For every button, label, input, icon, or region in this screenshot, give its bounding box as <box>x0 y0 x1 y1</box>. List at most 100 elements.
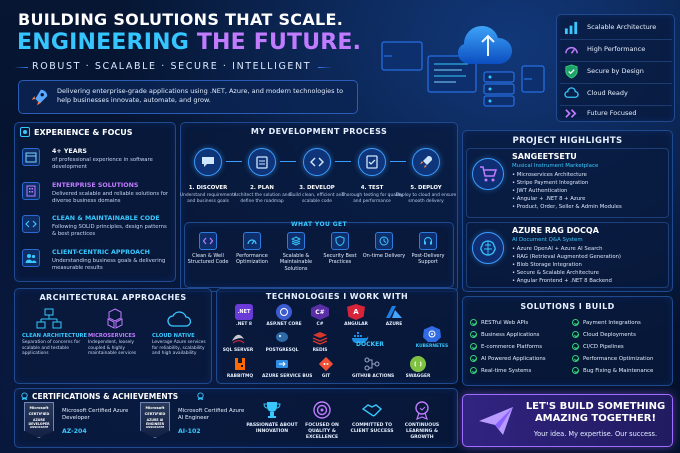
gauge-icon <box>243 232 261 250</box>
dotnet-icon: .NET <box>235 304 253 320</box>
tech-github-actions: GITHUB ACTIONS <box>352 356 394 379</box>
cert-code: AI-102 <box>178 428 201 435</box>
badge-ai102: Microsoft CERTIFIED AZURE AI ENGINEER AS… <box>140 402 170 438</box>
azure-icon <box>385 304 403 320</box>
award-icon <box>196 392 205 401</box>
project-feature: • Product, Order, Seller & Admin Modules <box>512 204 622 210</box>
gauge-icon <box>564 42 579 57</box>
chart-icon <box>564 20 579 35</box>
tagline-rule-right <box>318 67 332 68</box>
project-feature: • Secure & Scalable Architecture <box>512 270 599 276</box>
headline-line1: BUILDING SOLUTIONS THAT SCALE. <box>18 10 344 29</box>
tech-title: TECHNOLOGIES I WORK WITH <box>265 292 409 301</box>
cert-code: AZ-204 <box>62 428 87 435</box>
cloud-icon <box>564 86 579 101</box>
project-card-ragdocqa <box>466 222 669 288</box>
kubernetes-icon <box>423 326 441 342</box>
badge-icon <box>411 400 433 420</box>
clock-icon <box>375 232 393 250</box>
tech-dotnet: .NET.NET 8 <box>224 304 264 327</box>
cloud-icon <box>166 308 192 330</box>
check-icon <box>572 319 579 326</box>
project-subtitle: Musical Instrument Marketplace <box>512 163 599 169</box>
postgresql-icon <box>273 330 291 346</box>
rocket-icon <box>412 148 440 176</box>
headset-icon <box>419 232 437 250</box>
check-icon <box>470 367 477 374</box>
check-icon <box>572 331 579 338</box>
arch-cloud-native: CLOUD NATIVE Leverage Azure services for… <box>152 308 212 357</box>
step-deploy-desc: Deploy to cloud and ensure smooth delive… <box>395 193 457 204</box>
solution-item: RESTful Web APIs <box>470 319 528 326</box>
git-icon <box>317 356 335 372</box>
code-icon <box>22 215 40 233</box>
chat-icon <box>194 148 222 176</box>
solution-item: Real-time Systems <box>470 367 531 374</box>
feature-cloud: Cloud Ready <box>560 84 672 104</box>
project-name: SANGEETSETU <box>512 152 577 161</box>
get-item: Security Best Practices <box>318 232 362 266</box>
project-feature: • Azure OpenAI + Azure AI Search <box>512 246 603 252</box>
paper-plane-icon <box>477 405 515 437</box>
project-feature: • Microservices Architecture <box>512 172 587 178</box>
project-card-sangeetsetu <box>466 148 669 218</box>
arch-clean: CLEAN ARCHITECTURE Separation of concern… <box>22 308 87 357</box>
step-test-desc: Thorough testing for quality and perform… <box>341 193 403 204</box>
cert-name: Microsoft Certified Azure AI Engineer <box>178 408 245 421</box>
step-discover-label: 1. DISCOVER <box>188 185 228 191</box>
tagline: ROBUST · SCALABLE · SECURE · INTELLIGENT <box>32 61 312 72</box>
step-develop-label: 3. DEVELOP <box>299 185 335 191</box>
intro-banner: Delivering enterprise-grade applications… <box>18 80 358 114</box>
arch-microservices: MICROSERVICES Independent, loosely coupl… <box>88 308 148 357</box>
tech-postgresql: POSTGRESQL <box>262 330 302 353</box>
users-icon <box>22 249 40 267</box>
solution-item: Bug Fixing & Maintenance <box>572 367 653 374</box>
solution-item: E-commerce Platforms <box>470 343 542 350</box>
cta-banner[interactable]: LET'S BUILD SOMETHING AMAZING TOGETHER! … <box>462 394 673 447</box>
process-arrow <box>335 161 351 162</box>
redis-icon <box>311 330 329 346</box>
project-feature: • Stripe Payment Integration <box>512 180 589 186</box>
cta-heading: LET'S BUILD SOMETHING AMAZING TOGETHER! <box>525 401 666 424</box>
check-icon <box>572 367 579 374</box>
feature-future: Future Focused <box>560 104 672 124</box>
feature-divider <box>560 61 672 62</box>
tech-sqlserver: SQL SERVER <box>218 330 258 353</box>
headline-line2: ENGINEERING THE FUTURE. <box>17 30 362 55</box>
check-icon <box>572 355 579 362</box>
docker-icon <box>351 330 369 346</box>
feature-divider <box>560 105 672 106</box>
project-feature: • RAG (Retrieval Augmented Generation) <box>512 254 621 260</box>
project-panel <box>462 130 673 292</box>
badge-az204: Microsoft CERTIFIED AZURE DEVELOPER ASSO… <box>24 402 54 438</box>
feature-divider <box>560 39 672 40</box>
feature-secure: Secure by Design <box>560 62 672 82</box>
solution-item: AI Powered Applications <box>470 355 546 362</box>
project-feature: • JWT Authentication <box>512 188 568 194</box>
solution-item: Cloud Deployments <box>572 331 636 338</box>
tech-csharp: C#C# <box>300 304 340 327</box>
handshake-icon <box>361 400 383 420</box>
project-subtitle: AI Document Q&A System <box>512 237 583 243</box>
experience-panel <box>14 122 176 282</box>
tech-rabbitmq: RABBITMQ <box>220 356 260 379</box>
get-item: Clean & Well Structured Code <box>186 232 230 266</box>
get-item: Performance Optimization <box>230 232 274 266</box>
cubes-icon <box>102 308 128 330</box>
swagger-icon <box>410 356 426 372</box>
architecture-panel <box>14 288 212 384</box>
tech-docker-whale <box>340 330 380 346</box>
trophy-icon <box>261 400 283 420</box>
certifications-panel <box>14 388 458 448</box>
solution-item: Performance Optimization <box>572 355 653 362</box>
experience-title: EXPERIENCE & FOCUS <box>34 128 133 137</box>
cert-name: Microsoft Certified Azure Developer <box>62 408 129 421</box>
get-item: Post-Delivery Support <box>406 232 450 266</box>
layers-icon <box>287 232 305 250</box>
value-learning: CONTINUOUS LEARNING & GROWTH <box>394 400 450 440</box>
code-icon <box>199 232 217 250</box>
award-icon <box>20 392 29 401</box>
servicebus-icon <box>273 356 291 372</box>
code-brackets-icon <box>303 148 331 176</box>
